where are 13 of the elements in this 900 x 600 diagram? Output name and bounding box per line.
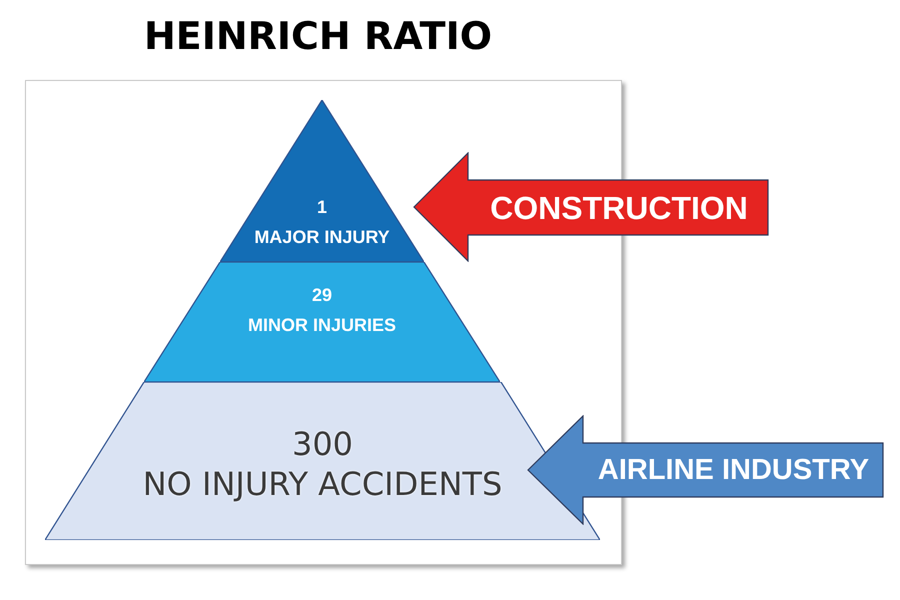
count-label: 29 [312, 284, 332, 307]
tier-label: MINOR INJURIES [248, 314, 396, 337]
block-arrow [413, 152, 769, 262]
count-label: 300 [292, 424, 354, 464]
arrow-label: CONSTRUCTION [490, 188, 748, 228]
block-arrow [527, 415, 884, 525]
tier-label: MAJOR INJURY [254, 226, 390, 249]
arrow-label: AIRLINE INDUSTRY [598, 452, 870, 488]
tier-label: NO INJURY ACCIDENTS [142, 464, 502, 504]
pyramid-tier [220, 100, 424, 262]
count-label: 1 [316, 196, 327, 219]
title: HEINRICH RATIO [142, 13, 494, 60]
pyramid-tier [45, 382, 600, 540]
